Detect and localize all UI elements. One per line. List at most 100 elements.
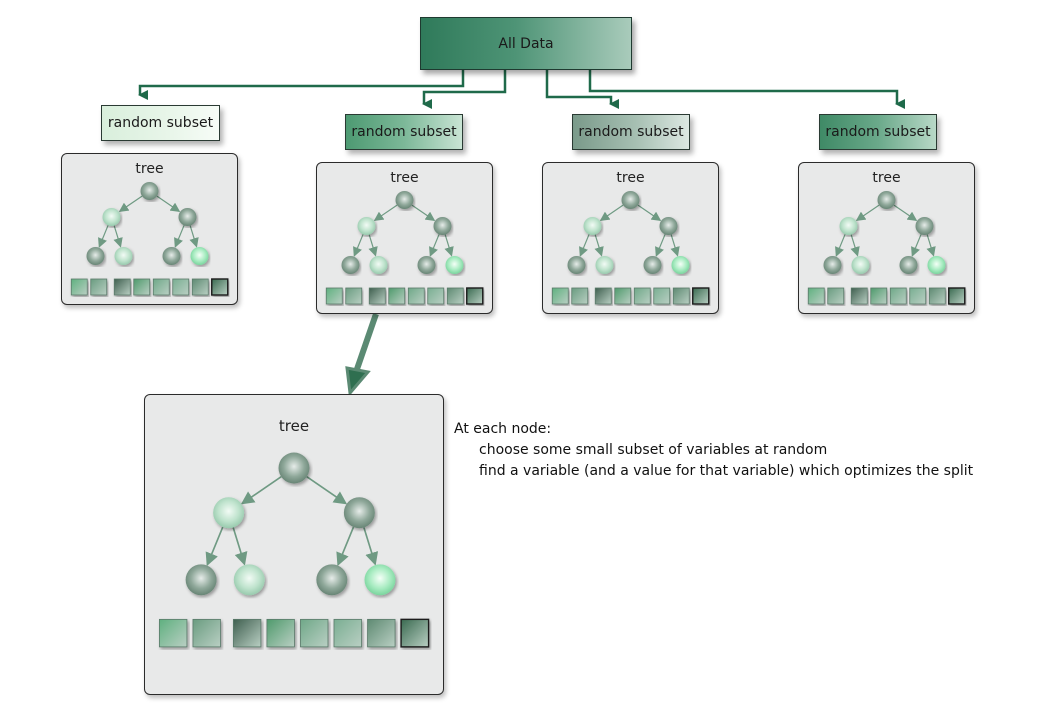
variable-square [594,287,612,305]
tree-edge [850,234,860,257]
tree-root-node [621,191,640,209]
tree-label: tree [135,161,164,177]
variable-square [948,287,966,305]
tree-root-node [877,191,896,209]
node-notes: At each node: choose some small subset o… [454,419,973,482]
variable-square [266,618,295,648]
tree-edge [444,234,454,257]
variable-square [427,287,445,305]
variable-square [172,278,190,296]
random-subset-label: random subset [578,124,684,140]
tree-panel-2: tree [316,162,493,314]
tree-node [595,256,614,274]
all-data-box: All Data [420,17,632,70]
tree-edge [655,234,666,257]
tree-node [178,208,197,226]
variable-square [388,287,406,305]
connector-to-subset-2 [422,68,507,109]
tree-node [185,564,217,596]
tree-edge [594,234,604,257]
tree-edge [353,234,364,257]
tree-node [162,247,181,265]
connector-to-subset-4 [588,68,905,109]
tree-edge [174,225,185,248]
tree-node [915,217,934,235]
variable-square [614,287,632,305]
tree-node [114,247,133,265]
variable-square [571,287,589,305]
tree-edge [893,204,918,222]
tree-edge [855,204,880,222]
random-subset-box-3: random subset [572,114,690,150]
tree-panel-1: tree [61,153,238,305]
tree-node [213,497,245,529]
tree-node [851,256,870,274]
random-subset-label: random subset [825,124,931,140]
tree-node [357,217,376,235]
tree-label: tree [616,170,645,186]
tree-panel-4: tree [798,162,975,314]
variable-square [113,278,131,296]
random-subset-box-2: random subset [345,114,463,150]
tree-edge [911,234,922,257]
tree-root-node [278,452,310,484]
tree-diagram [159,452,430,648]
zoomed-tree-panel: tree [144,394,444,695]
tree-edge [835,234,846,257]
variable-square [90,278,108,296]
tree-edge [189,225,199,248]
tree-diagram [807,191,966,305]
variable-square [191,278,209,296]
tree-node [927,256,946,274]
tree-edge [411,204,436,222]
tree-root-node [395,191,414,209]
tree-edge [926,234,936,257]
variable-square [192,618,221,648]
tree-edge [579,234,590,257]
tree-node [86,247,105,265]
tree-edge [156,195,181,213]
notes-line-2: find a variable (and a value for that va… [479,463,974,479]
variable-square [807,287,825,305]
tree-edge [363,527,379,566]
tree-node [567,256,586,274]
tree-edge [637,204,662,222]
tree-edge [599,204,624,222]
tree-node [899,256,918,274]
tree-node [445,256,464,274]
tree-edge [306,476,348,505]
tree-node [369,256,388,274]
variable-square [928,287,946,305]
variable-square [400,618,430,648]
tree-label: tree [390,170,419,186]
tree-diagram [70,182,229,296]
variable-square [300,618,329,648]
tree-label: tree [872,170,901,186]
variable-square [870,287,888,305]
tree-node [659,217,678,235]
connector-to-subset-1 [138,68,465,100]
variable-square [551,287,569,305]
tree-diagram [551,191,710,305]
tree-edge [205,526,224,567]
variable-square [407,287,425,305]
tree-edge [98,225,109,248]
variable-square [333,618,362,648]
tree-node [839,217,858,235]
tree-edge [670,234,680,257]
random-subset-label: random subset [107,115,214,131]
tree-root-node [140,182,159,200]
tree-node [102,208,121,226]
variable-square [850,287,868,305]
variable-square [232,618,262,648]
variable-square [672,287,690,305]
variable-square [368,287,386,305]
tree-node [583,217,602,235]
variable-square [909,287,927,305]
tree-edge [113,225,123,248]
tree-node [316,564,348,596]
variable-square [159,618,188,648]
tree-node [364,564,396,596]
tree-diagram [325,191,484,305]
variable-square [692,287,710,305]
